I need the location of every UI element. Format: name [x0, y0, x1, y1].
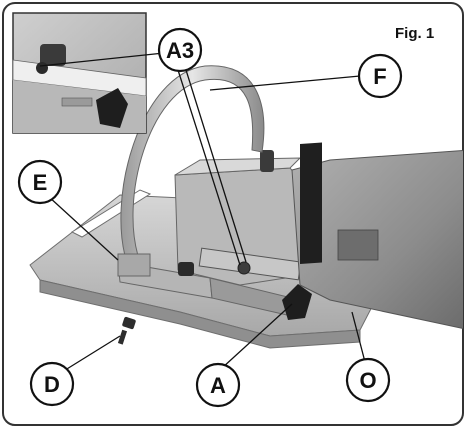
- callout-o: O: [345, 357, 391, 403]
- leader-o: [351, 311, 366, 363]
- callout-e: E: [17, 159, 63, 205]
- black-knob-a: [282, 284, 312, 320]
- leader-d: [61, 335, 121, 373]
- leader-a3-inset: [39, 52, 165, 67]
- svg-text:F: F: [373, 64, 386, 89]
- callout-f: F: [357, 53, 403, 99]
- leader-a: [221, 303, 293, 369]
- svg-text:A3: A3: [166, 38, 194, 63]
- screw-a3: [237, 261, 251, 275]
- figure-title: Fig. 1: [395, 25, 434, 42]
- svg-text:D: D: [44, 372, 60, 397]
- screw-d: [117, 316, 136, 345]
- base-knob: [178, 262, 194, 276]
- leader-e: [47, 195, 119, 261]
- handle-foot: [117, 253, 151, 277]
- top-screw: [260, 150, 274, 172]
- callout-a: A: [195, 362, 241, 408]
- motor-band: [300, 142, 322, 265]
- svg-text:E: E: [33, 170, 48, 195]
- leader-a3-main-1: [177, 69, 241, 266]
- leader-f: [209, 75, 361, 91]
- callout-d: D: [29, 361, 75, 407]
- motor-label-plate: [337, 229, 379, 261]
- machine-illustration: [29, 65, 463, 349]
- svg-text:O: O: [359, 368, 376, 393]
- motor-housing: [291, 149, 463, 331]
- inset-detail: [12, 12, 147, 134]
- leader-a3-main-2: [185, 69, 247, 263]
- svg-text:A: A: [210, 373, 226, 398]
- callout-a3: A3: [157, 27, 203, 73]
